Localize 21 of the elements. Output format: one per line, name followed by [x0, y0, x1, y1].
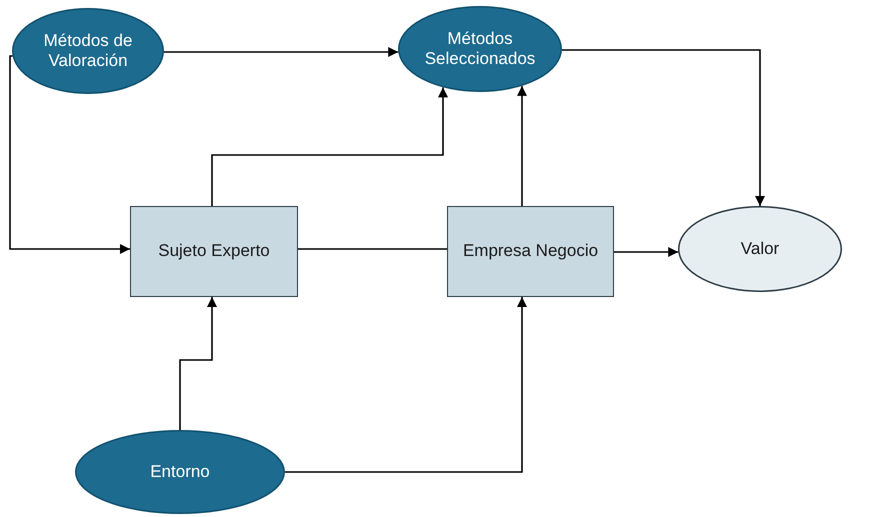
- arrow: [179, 297, 217, 430]
- arrow: [211, 87, 448, 206]
- node-label: Valor: [740, 238, 780, 260]
- arrow: [517, 86, 527, 206]
- arrow: [164, 47, 398, 57]
- node-label: Entorno: [149, 462, 211, 482]
- ellipse-node: [12, 8, 164, 94]
- node-label: Métodos de Valoración: [42, 30, 134, 72]
- arrow: [614, 247, 678, 257]
- ellipse-node: [75, 430, 285, 514]
- ellipse-node: [678, 206, 842, 292]
- process-box: [130, 206, 298, 297]
- node-label: Sujeto Experto: [157, 241, 271, 262]
- arrow: [285, 297, 527, 473]
- ellipse-node: [398, 6, 562, 92]
- node-label: Empresa Negocio: [462, 241, 600, 262]
- process-box: [447, 206, 614, 297]
- arrow: [9, 55, 130, 254]
- arrow: [562, 49, 765, 206]
- node-label: Métodos Seleccionados: [424, 28, 536, 70]
- connector-line: [298, 248, 447, 250]
